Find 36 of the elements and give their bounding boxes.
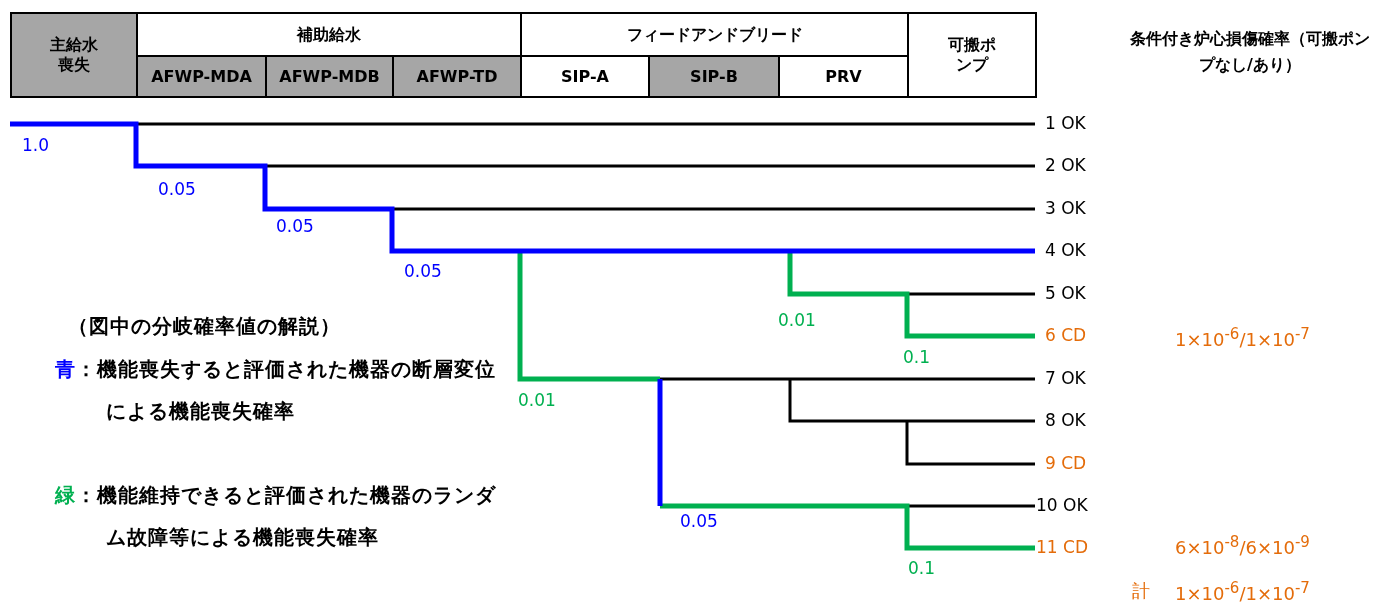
end-state-label: 4 OK: [1045, 240, 1086, 260]
column-heading: 条件付き炉心損傷確率（可搬ポンプなし/あり）: [1129, 28, 1371, 76]
end-state-label: 2 OK: [1045, 155, 1086, 175]
legend-text: ：機能喪失すると評価された機器の断層変位による機能喪失確率: [76, 356, 496, 425]
header-cell: AFWP-MDA: [136, 55, 267, 98]
end-state-label: 1 OK: [1045, 113, 1086, 133]
legend-color-word: 緑: [55, 482, 76, 509]
probability-value: 0.1: [903, 347, 931, 367]
header-cell: AFWP-MDB: [265, 55, 394, 98]
probability-value: 0.1: [908, 558, 936, 578]
legend-text: ：機能維持できると評価された機器のランダム故障等による機能喪失確率: [76, 482, 496, 551]
header-cell: SIP-B: [648, 55, 780, 98]
probability-value: 0.05: [404, 261, 442, 281]
probability-value: 1×10$^{-6}$/1×10$^{-7}$: [1175, 579, 1310, 604]
end-state-label: 11 CD: [1036, 537, 1088, 557]
header-cell: 主給水喪失: [10, 12, 138, 98]
header-cell: AFWP-TD: [392, 55, 522, 98]
probability-value: 1.0: [22, 135, 50, 155]
end-state-label: 8 OK: [1045, 410, 1086, 430]
header-cell: 可搬ポンプ: [907, 12, 1037, 98]
end-state-label: 10 OK: [1036, 495, 1088, 515]
probability-value: 0.01: [778, 310, 816, 330]
end-state-label: 9 CD: [1045, 453, 1087, 473]
legend-heading: （図中の分岐確率値の解説）: [68, 313, 341, 340]
end-state-label: 3 OK: [1045, 198, 1086, 218]
end-state-label: 6 CD: [1045, 325, 1087, 345]
probability-value: 0.01: [518, 390, 556, 410]
probability-value: 0.05: [276, 216, 314, 236]
probability-value: 0.05: [158, 179, 196, 199]
legend-color-word: 青: [55, 356, 76, 383]
end-state-label: 7 OK: [1045, 368, 1086, 388]
end-state-label: 5 OK: [1045, 283, 1086, 303]
probability-value: 計: [1132, 579, 1150, 603]
probability-value: 6×10$^{-8}$/6×10$^{-9}$: [1175, 533, 1310, 558]
probability-value: 1×10$^{-6}$/1×10$^{-7}$: [1175, 325, 1310, 350]
probability-value: 0.05: [680, 511, 718, 531]
